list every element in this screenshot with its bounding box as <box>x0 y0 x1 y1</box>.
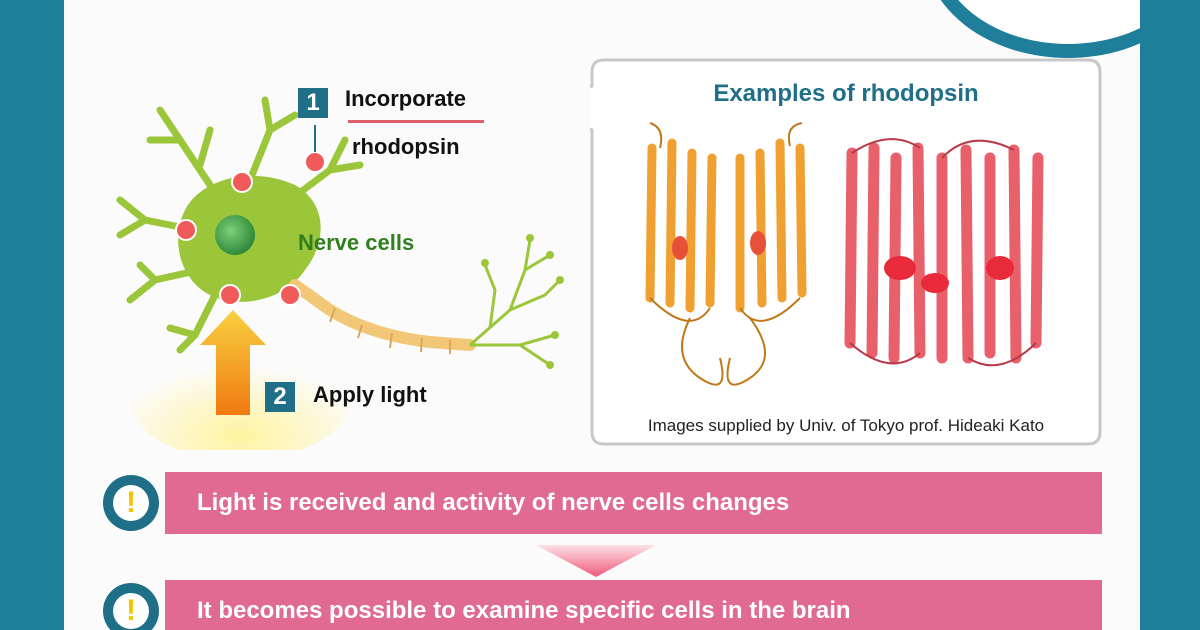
result-banner-2: It becomes possible to examine specific … <box>165 580 1102 630</box>
nerve-cells-label: Nerve cells <box>298 230 415 255</box>
right-frame-border <box>1140 0 1200 630</box>
step-1-underline <box>348 120 484 123</box>
alert-icon-glyph: ! <box>126 486 136 519</box>
neuron-diagram: 1 Incorporate rhodopsin Nerve cells 2 Ap… <box>100 70 570 460</box>
callout-frame <box>590 58 1102 446</box>
step-1-label-line2: rhodopsin <box>352 134 460 159</box>
alert-icon: ! <box>103 475 159 531</box>
step-1-badge: 1 <box>298 88 328 118</box>
rhodopsin-dots <box>175 151 326 306</box>
callout-title: Examples of rhodopsin <box>713 80 979 107</box>
left-frame-border <box>0 0 64 630</box>
step-2-label: Apply light <box>313 382 427 407</box>
rhodopsin-callout: Examples of rhodopsin Images supplied by… <box>590 58 1102 446</box>
result-text-1: Light is received and activity of nerve … <box>197 489 790 516</box>
neuron-illustration <box>116 96 564 460</box>
result-banner-1: Light is received and activity of nerve … <box>165 472 1102 534</box>
orange-protein-structure <box>645 122 807 386</box>
nucleus <box>215 215 255 255</box>
axon <box>289 279 476 351</box>
image-credit: Images supplied by Univ. of Tokyo prof. … <box>647 416 1045 435</box>
decorative-top-circle <box>924 0 1140 58</box>
red-protein-structure <box>844 138 1044 367</box>
alert-icon-glyph: ! <box>126 594 136 627</box>
result-text-2: It becomes possible to examine specific … <box>197 597 851 624</box>
step-1-label-line1: Incorporate <box>345 86 467 111</box>
down-arrow-icon <box>536 545 656 577</box>
alert-icon: ! <box>103 583 159 630</box>
axon-terminals <box>469 239 562 367</box>
light-arrow <box>200 310 266 415</box>
step-2-badge: 2 <box>265 382 295 412</box>
terminal-dots <box>481 234 564 369</box>
myelin-segments <box>329 307 451 354</box>
